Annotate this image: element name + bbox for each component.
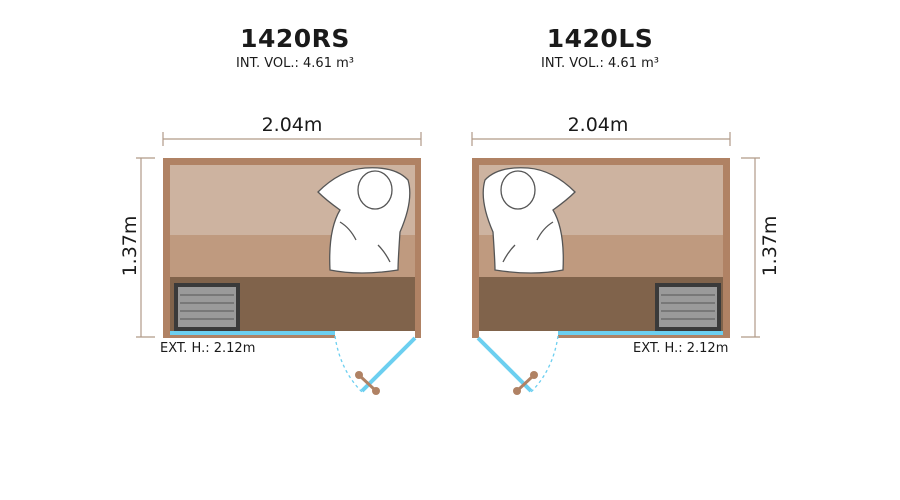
model-volume-ls: INT. VOL.: 4.61 m³ — [541, 56, 659, 71]
person-icon-rs — [317, 167, 411, 274]
floor-plan-rs — [136, 132, 422, 395]
width-label-rs: 2.04m — [261, 114, 323, 136]
width-label-ls: 2.04m — [567, 114, 629, 136]
model-title-rs: 1420RS — [240, 24, 350, 53]
door-handle-icon-rs — [355, 371, 380, 395]
heater-icon-rs — [174, 283, 240, 331]
glass-door-ls — [476, 335, 559, 395]
person-icon-ls — [482, 167, 576, 274]
glass-front-rs — [170, 331, 335, 335]
model-volume-rs: INT. VOL.: 4.61 m³ — [236, 56, 354, 71]
width-dimension-ls — [471, 132, 731, 146]
ext-height-label-ls: EXT. H.: 2.12m — [633, 341, 729, 356]
width-dimension-rs — [162, 132, 422, 146]
glass-front-ls — [558, 331, 723, 335]
depth-dimension-rs — [136, 157, 155, 338]
door-handle-icon-ls — [513, 371, 538, 395]
glass-door-rs — [334, 335, 417, 395]
floor-plan-ls — [471, 132, 760, 395]
model-title-ls: 1420LS — [546, 24, 654, 53]
heater-icon-ls — [655, 283, 721, 331]
depth-dimension-ls — [741, 157, 760, 338]
ext-height-label-rs: EXT. H.: 2.12m — [160, 341, 256, 356]
